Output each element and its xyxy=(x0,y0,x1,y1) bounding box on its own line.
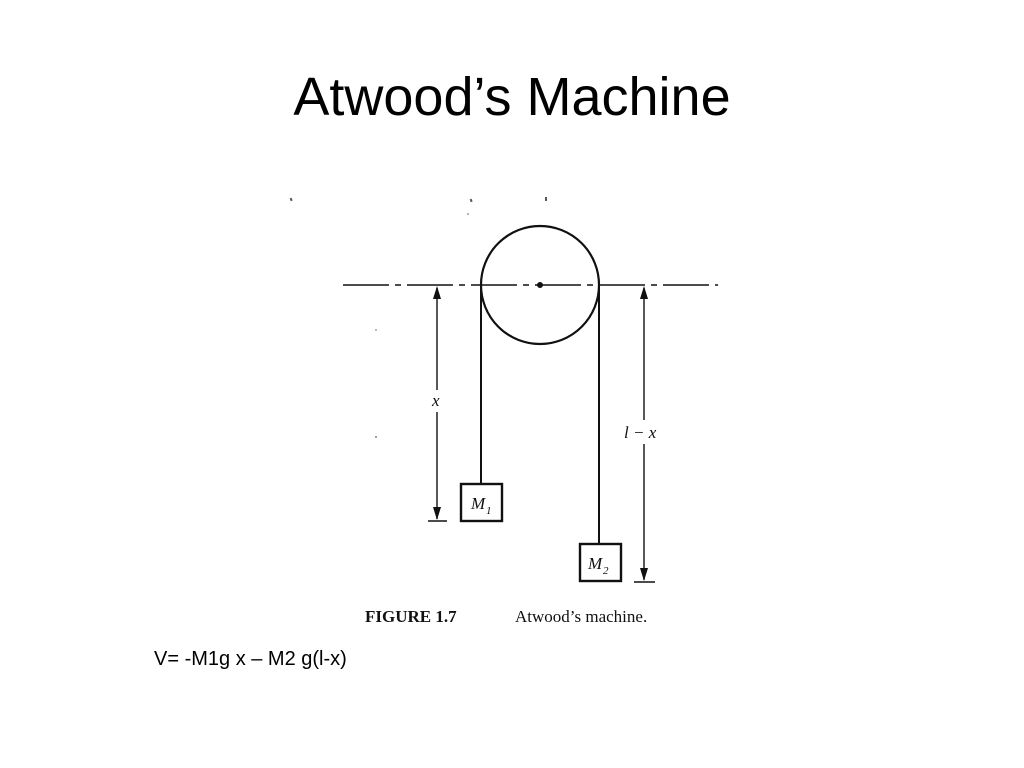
potential-energy-equation: V= -M1g x – M2 g(l-x) xyxy=(154,648,347,670)
slide-title: Atwood’s Machine xyxy=(293,67,731,127)
figure-caption-text: Atwood’s machine. xyxy=(515,607,647,626)
mass-2-block: M 2 xyxy=(578,542,623,583)
figure-caption-label: FIGURE 1.7 xyxy=(365,607,457,626)
mass-2-symbol: M xyxy=(587,554,603,573)
mass-2-subscript: 2 xyxy=(603,565,609,577)
x-dimension-label: x xyxy=(431,391,440,410)
mass-1-block: M 1 xyxy=(459,482,504,523)
l-minus-x-dimension-label: l − x xyxy=(624,423,657,442)
l-minus-x-label-background xyxy=(622,420,668,444)
scan-specks xyxy=(289,197,547,438)
mass-1-subscript: 1 xyxy=(486,505,492,517)
pulley-axle xyxy=(537,282,543,288)
x-label-background xyxy=(427,390,447,412)
mass-1-symbol: M xyxy=(470,494,486,513)
